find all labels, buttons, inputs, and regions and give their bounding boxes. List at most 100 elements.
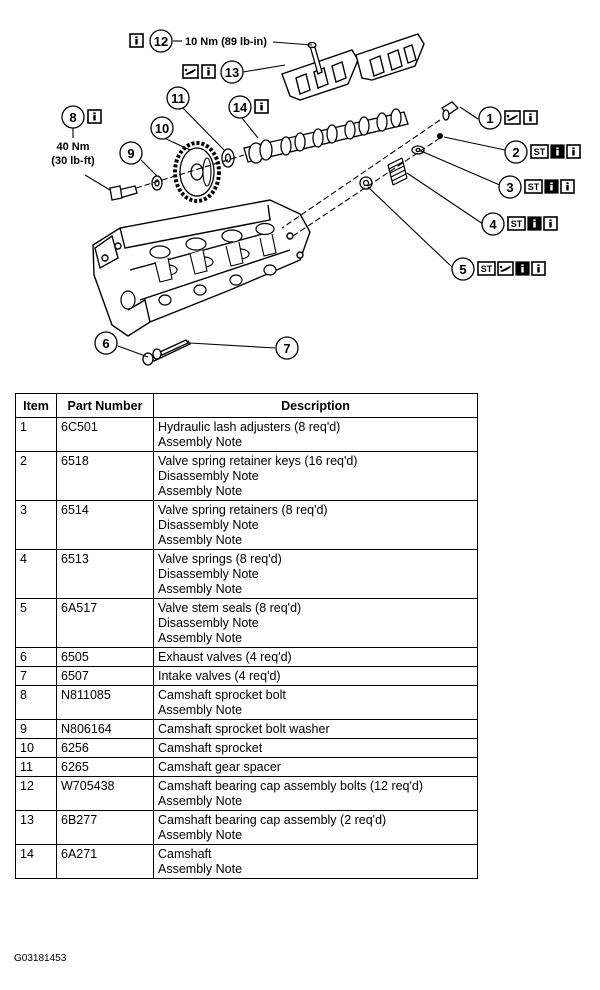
part-number-cell: N811085 [56,685,154,720]
sprocket-bolt-illustration [109,185,138,201]
description-line: Exhaust valves (4 req'd) [158,650,292,664]
callout-14: 14 [228,95,269,119]
item-cell: 10 [15,738,57,758]
part-number-cell: 6513 [56,549,154,599]
part-number-cell: 6B277 [56,810,154,845]
callout-4: 4 [481,212,558,236]
special-tool-icon [507,216,526,231]
description-line: Disassembly Note [158,616,259,630]
part-number-cell: 6507 [56,666,154,686]
part-number-cell: 6265 [56,757,154,777]
svg-text:12: 12 [154,34,168,49]
lash-adjuster-illustration [441,101,460,121]
info-icon [543,216,558,231]
description-line: Assembly Note [158,435,243,449]
description-line: Intake valves (4 req'd) [158,669,281,683]
oil-can-icon [504,110,521,125]
svg-text:9: 9 [127,146,134,161]
column-header-description: Description [153,393,478,418]
description-cell: Valve spring retainers (8 req'd)Disassem… [153,500,478,550]
callout-1: 1 [478,106,538,130]
info-icon [566,144,581,159]
valve-stem-seal-illustration [359,176,373,190]
description-line: Camshaft [158,847,212,861]
spring-retainer-illustration [411,145,425,155]
figure-id: G03181453 [14,953,67,964]
svg-text:8: 8 [69,110,76,125]
part-number-cell: 6C501 [56,417,154,452]
info-icon [531,261,546,276]
description-line: Disassembly Note [158,469,259,483]
description-cell: Camshaft gear spacer [153,757,478,777]
svg-text:5: 5 [459,262,466,277]
special-tool-icon [530,144,549,159]
item-cell: 8 [15,685,57,720]
part-number-cell: 6514 [56,500,154,550]
svg-text:3: 3 [506,180,513,195]
description-cell: Camshaft bearing cap assembly (2 req'd)A… [153,810,478,845]
table-header-row: Item Part Number Description [15,393,478,418]
part-number-cell: 6518 [56,451,154,501]
info-icon [560,179,575,194]
svg-text:11: 11 [171,91,185,106]
description-cell: Camshaft sprocket bolt washer [153,719,478,739]
svg-text:4: 4 [489,217,497,232]
info-icon [201,64,216,79]
item-cell: 6 [15,647,57,667]
description-cell: Intake valves (4 req'd) [153,666,478,686]
column-header-item: Item [15,393,57,418]
special-tool-icon [524,179,543,194]
callout-12: 12 10 Nm (89 lb-in) [129,29,267,53]
oil-can-icon [497,261,514,276]
description-line: Camshaft sprocket bolt [158,688,286,702]
torque-spec-8-nm: 40 Nm [56,141,89,153]
info-icon [523,110,538,125]
info-inverted-icon [515,261,530,276]
description-line: Camshaft gear spacer [158,760,281,774]
description-line: Disassembly Note [158,518,259,532]
svg-text:7: 7 [283,341,290,356]
description-line: Valve stem seals (8 req'd) [158,601,302,615]
description-line: Camshaft bearing cap assembly bolts (12 … [158,779,424,793]
info-inverted-icon [550,144,565,159]
part-number-cell: 6256 [56,738,154,758]
part-number-cell: 6A517 [56,598,154,648]
callout-6: 6 [94,331,118,355]
callout-7: 7 [275,336,299,360]
callout-13: 13 [182,60,244,84]
description-cell: Camshaft sprocket [153,738,478,758]
description-cell: Exhaust valves (4 req'd) [153,647,478,667]
torque-spec-8-lbft: (30 lb-ft) [51,155,95,167]
valve-spring-illustration [387,157,408,186]
item-cell: 5 [15,598,57,648]
description-line: Assembly Note [158,828,243,842]
description-line: Valve spring retainer keys (16 req'd) [158,454,358,468]
part-number-cell: W705438 [56,776,154,811]
description-line: Hydraulic lash adjusters (8 req'd) [158,420,341,434]
description-line: Camshaft sprocket bolt washer [158,722,330,736]
description-line: Assembly Note [158,533,243,547]
part-number-cell: 6505 [56,647,154,667]
camshaft-bearing-caps-illustration [281,33,425,101]
callout-8: 8 40 Nm (30 lb-ft) [51,105,102,167]
exploded-view-diagram: ST [51,29,581,366]
leader-lines [72,41,506,358]
oil-can-icon [182,64,199,79]
item-cell: 14 [15,844,57,879]
item-cell: 9 [15,719,57,739]
callout-9: 9 [119,141,143,165]
